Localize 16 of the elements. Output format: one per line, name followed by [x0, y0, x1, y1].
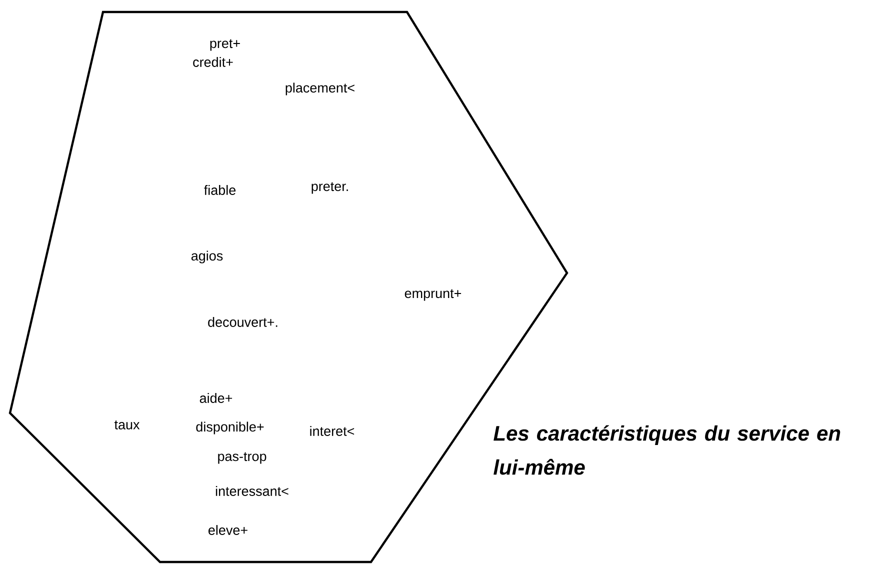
word-label: interet< [310, 426, 354, 436]
word-label: decouvert+. [208, 317, 278, 327]
word-label: emprunt+ [404, 289, 462, 301]
caption: Les caractéristiques du service en lui-même [494, 425, 840, 475]
word-label: agios [191, 250, 223, 264]
word-label: pret+ [210, 39, 240, 51]
word-label: credit+ [193, 57, 233, 67]
word-label: pas-trop [218, 452, 266, 464]
word-label: disponible+ [196, 422, 264, 434]
word-label: interessant< [216, 486, 288, 496]
word-label: placement< [286, 82, 354, 96]
word-label: taux [114, 420, 140, 430]
word-label: preter. [312, 182, 348, 194]
word-label: eleve+ [208, 525, 248, 535]
word-label: fiable [204, 185, 236, 195]
word-label: aide+ [200, 393, 232, 403]
